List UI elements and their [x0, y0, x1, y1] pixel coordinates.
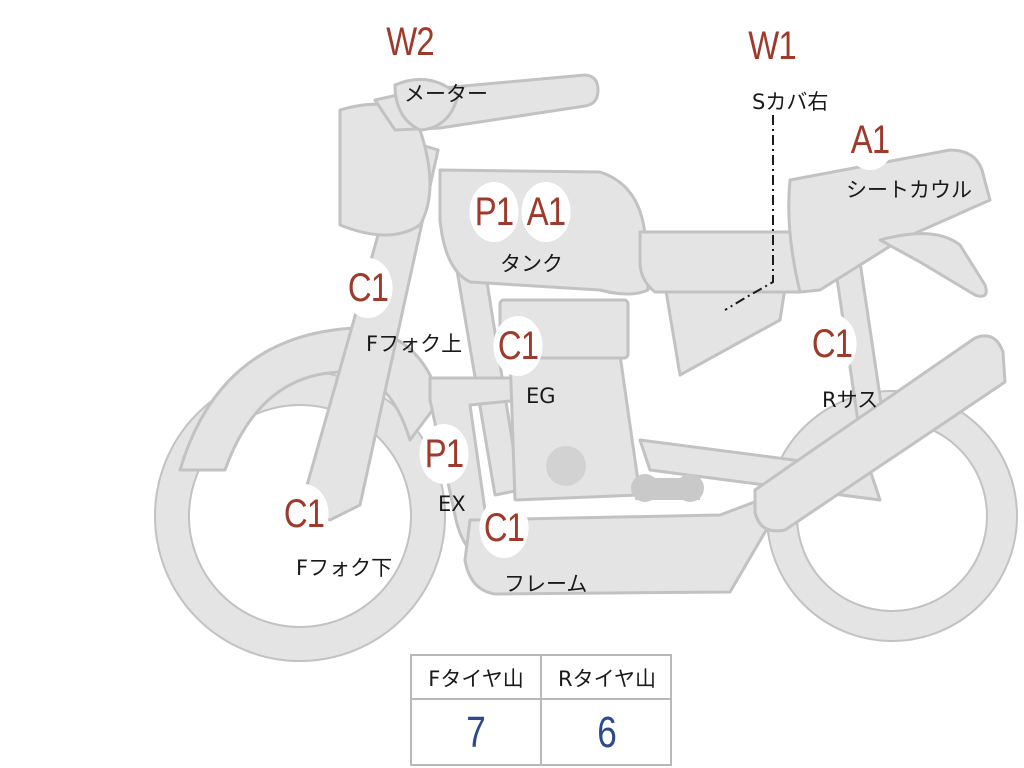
grade-badge-rear-suspension: C1 — [807, 314, 857, 374]
label-seat-cowl: シートカウル — [846, 178, 972, 202]
label-side-cover: Sカバ右 — [752, 90, 829, 114]
grade-badge-frame: C1 — [479, 498, 529, 558]
seat — [638, 230, 802, 294]
grade-badge-fork-upper: C1 — [343, 258, 393, 318]
grade-badge-side-cover: W1 — [747, 16, 797, 76]
label-exhaust: EX — [438, 492, 466, 516]
rear-tire-header: Rタイヤ山 — [558, 667, 656, 691]
grade-badge-meter: W2 — [385, 12, 435, 72]
seat-cowl — [787, 148, 992, 294]
label-engine: EG — [526, 384, 556, 408]
meter — [393, 77, 460, 132]
label-rear-suspension: Rサス — [822, 388, 879, 412]
label-fork-lower: Fフォク下 — [296, 556, 393, 580]
tire-tread-table: Fタイヤ山 Rタイヤ山 7 6 — [410, 654, 672, 766]
grade-badge-tank-p1: P1 — [469, 182, 519, 242]
front-tire-value: 7 — [466, 708, 486, 757]
grade-badge-seat-cowl: A1 — [845, 110, 895, 170]
grade-badge-exhaust: P1 — [419, 424, 469, 484]
grade-badge-engine: C1 — [493, 316, 543, 376]
rear-tire-value: 6 — [597, 708, 617, 757]
side-cover-leader — [724, 115, 774, 311]
grade-badge-tank-a1: A1 — [521, 182, 571, 242]
side-cover — [663, 283, 787, 377]
label-meter: メーター — [404, 82, 488, 106]
label-fork-upper: Fフォク上 — [366, 332, 463, 356]
muffler — [753, 334, 1007, 533]
rear-fender — [878, 232, 988, 298]
table-divider-vertical — [540, 656, 542, 764]
front-wheel — [155, 371, 445, 661]
label-frame: フレーム — [504, 572, 588, 596]
front-tire-header: Fタイヤ山 — [428, 667, 524, 691]
front-fork — [298, 138, 440, 522]
label-tank: タンク — [500, 252, 563, 276]
grade-badge-fork-lower: C1 — [279, 484, 329, 544]
